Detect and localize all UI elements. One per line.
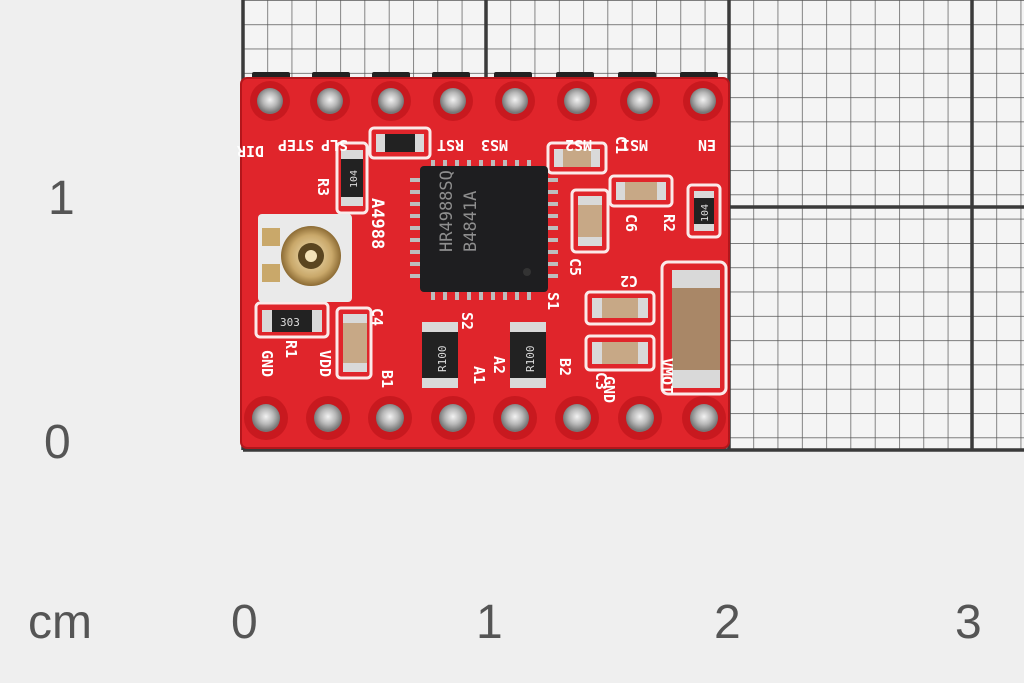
pin-label-b1: B1 xyxy=(378,370,396,388)
sense-resistor-b: R100 xyxy=(510,322,546,388)
pin-label-dir: DIR xyxy=(236,142,264,160)
pin-label-ms1: MS1 xyxy=(621,136,648,154)
label-c3: C3 xyxy=(592,372,610,390)
x-tick-0: 0 xyxy=(231,596,258,649)
label-c2: C2 xyxy=(620,272,638,290)
pin-label-gnd-2: GND xyxy=(600,376,618,403)
chip-marking-line2: B4841A xyxy=(461,191,481,252)
y-tick-0: 0 xyxy=(44,416,71,469)
sense-b-code: R100 xyxy=(524,346,537,373)
smd-resistor-r1: 303 xyxy=(262,310,322,332)
r3-code: 104 xyxy=(349,170,360,188)
driver-chip: HR4988SQ B4841A xyxy=(410,160,558,300)
label-r2: R2 xyxy=(660,214,678,232)
r2-code: 104 xyxy=(700,204,711,222)
x-tick-1: 1 xyxy=(476,596,503,649)
label-board-name: A4988 xyxy=(367,198,387,249)
smd-resistor-r2: 104 xyxy=(694,191,714,231)
smd-capacitor-c2 xyxy=(592,298,648,318)
pads-bottom xyxy=(244,396,726,440)
pin-label-gnd-1: GND xyxy=(258,350,276,377)
label-s1: S1 xyxy=(544,292,562,310)
y-tick-1: 1 xyxy=(48,172,75,225)
smd-resistor-r3: 104 xyxy=(341,150,363,206)
svg-text:303: 303 xyxy=(280,316,300,329)
pin-label-a2: A2 xyxy=(490,356,508,374)
svg-text:104: 104 xyxy=(700,204,711,222)
trim-potentiometer xyxy=(258,214,352,302)
pin-label-ms2: MS2 xyxy=(565,136,592,154)
r1-code: 303 xyxy=(280,316,300,329)
sense-resistor-a: R100 xyxy=(422,322,458,388)
label-r1: R1 xyxy=(282,340,300,358)
smd-capacitor-ms2 xyxy=(554,149,600,167)
smd-capacitor-c6 xyxy=(616,182,666,200)
pin-label-step: STEP xyxy=(278,136,314,154)
chip-marking-line1: HR4988SQ xyxy=(437,170,457,252)
svg-text:B4841A: B4841A xyxy=(461,191,481,252)
pin-label-b2: B2 xyxy=(556,358,574,376)
smd-resistor-top xyxy=(376,134,424,152)
smd-capacitor-c4 xyxy=(343,314,367,372)
unit-label: cm xyxy=(28,596,92,649)
svg-text:HR4988SQ: HR4988SQ xyxy=(437,170,457,252)
label-s2: S2 xyxy=(458,312,476,330)
x-tick-2: 2 xyxy=(714,596,741,649)
pads-top xyxy=(250,81,723,121)
pin-label-en: EN xyxy=(698,136,716,154)
pin-label-slp: SLP xyxy=(321,136,348,154)
smd-capacitor-c3 xyxy=(592,342,648,364)
label-c5: C5 xyxy=(566,258,584,276)
pin-label-rst: RST xyxy=(437,136,464,154)
svg-text:R100: R100 xyxy=(524,346,537,373)
pcb-board: HR4988SQ B4841A 104 104 xyxy=(236,72,730,449)
label-c6: C6 xyxy=(622,214,640,232)
pin-label-ms3: MS3 xyxy=(481,136,508,154)
svg-text:104: 104 xyxy=(349,170,360,188)
smd-capacitor-c5 xyxy=(578,196,602,246)
pin-label-a1: A1 xyxy=(470,366,488,384)
label-r3: R3 xyxy=(314,178,332,196)
electrolytic-capacitor-c1 xyxy=(672,270,720,388)
svg-text:R100: R100 xyxy=(436,346,449,373)
label-c1-top: C1 xyxy=(612,136,630,154)
pin-label-vdd: VDD xyxy=(316,350,334,377)
pin-label-vmot: VMOT xyxy=(658,358,676,394)
label-c4: C4 xyxy=(368,308,386,326)
x-tick-3: 3 xyxy=(955,596,982,649)
sense-a-code: R100 xyxy=(436,346,449,373)
